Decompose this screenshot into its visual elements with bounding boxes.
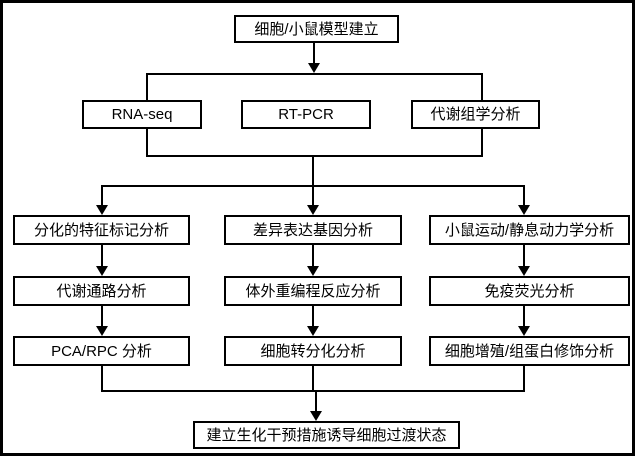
arrowhead-down-icon: [307, 205, 319, 215]
connector: [101, 306, 103, 326]
node-metabolomics-analysis: 代谢组学分析: [411, 100, 540, 129]
arrowhead-down-icon: [96, 326, 108, 336]
connector: [523, 306, 525, 326]
connector: [523, 186, 525, 206]
node-pca-rpc-analysis: PCA/RPC 分析: [13, 336, 190, 366]
arrowhead-down-icon: [96, 266, 108, 276]
arrowhead-down-icon: [518, 326, 530, 336]
node-cell-proliferation-histone-modification-analysis: 细胞增殖/组蛋白修饰分析: [429, 336, 630, 366]
arrowhead-down-icon: [96, 205, 108, 215]
connector: [312, 306, 314, 326]
arrowhead-down-icon: [518, 266, 530, 276]
connector: [101, 245, 103, 266]
connector: [312, 366, 314, 392]
node-cell-mouse-model: 细胞/小鼠模型建立: [234, 15, 399, 43]
arrowhead-down-icon: [518, 205, 530, 215]
node-differentiation-marker-analysis: 分化的特征标记分析: [13, 215, 190, 245]
connector: [101, 186, 103, 206]
node-rt-pcr: RT-PCR: [241, 100, 371, 129]
connector: [523, 245, 525, 266]
arrowhead-down-icon: [308, 63, 320, 73]
connector: [315, 392, 317, 411]
connector: [312, 245, 314, 266]
node-biochemical-intervention-transition-state: 建立生化干预措施诱导细胞过渡状态: [193, 421, 460, 449]
node-metabolic-pathway-analysis: 代谢通路分析: [13, 276, 190, 306]
node-rna-seq: RNA-seq: [82, 100, 202, 129]
connector: [101, 390, 525, 392]
connector: [313, 43, 315, 64]
node-immunofluorescence-analysis: 免疫荧光分析: [429, 276, 630, 306]
arrowhead-down-icon: [310, 411, 322, 421]
node-in-vitro-reprogramming-response-analysis: 体外重编程反应分析: [224, 276, 402, 306]
connector: [101, 366, 103, 392]
node-cell-transdifferentiation-analysis: 细胞转分化分析: [224, 336, 402, 366]
node-mouse-locomotion-rest-kinetics-analysis: 小鼠运动/静息动力学分析: [429, 215, 630, 245]
node-differential-gene-expression-analysis: 差异表达基因分析: [224, 215, 402, 245]
connector: [312, 156, 314, 186]
connector: [523, 366, 525, 392]
arrowhead-down-icon: [307, 266, 319, 276]
arrowhead-down-icon: [307, 326, 319, 336]
connector: [312, 186, 314, 206]
